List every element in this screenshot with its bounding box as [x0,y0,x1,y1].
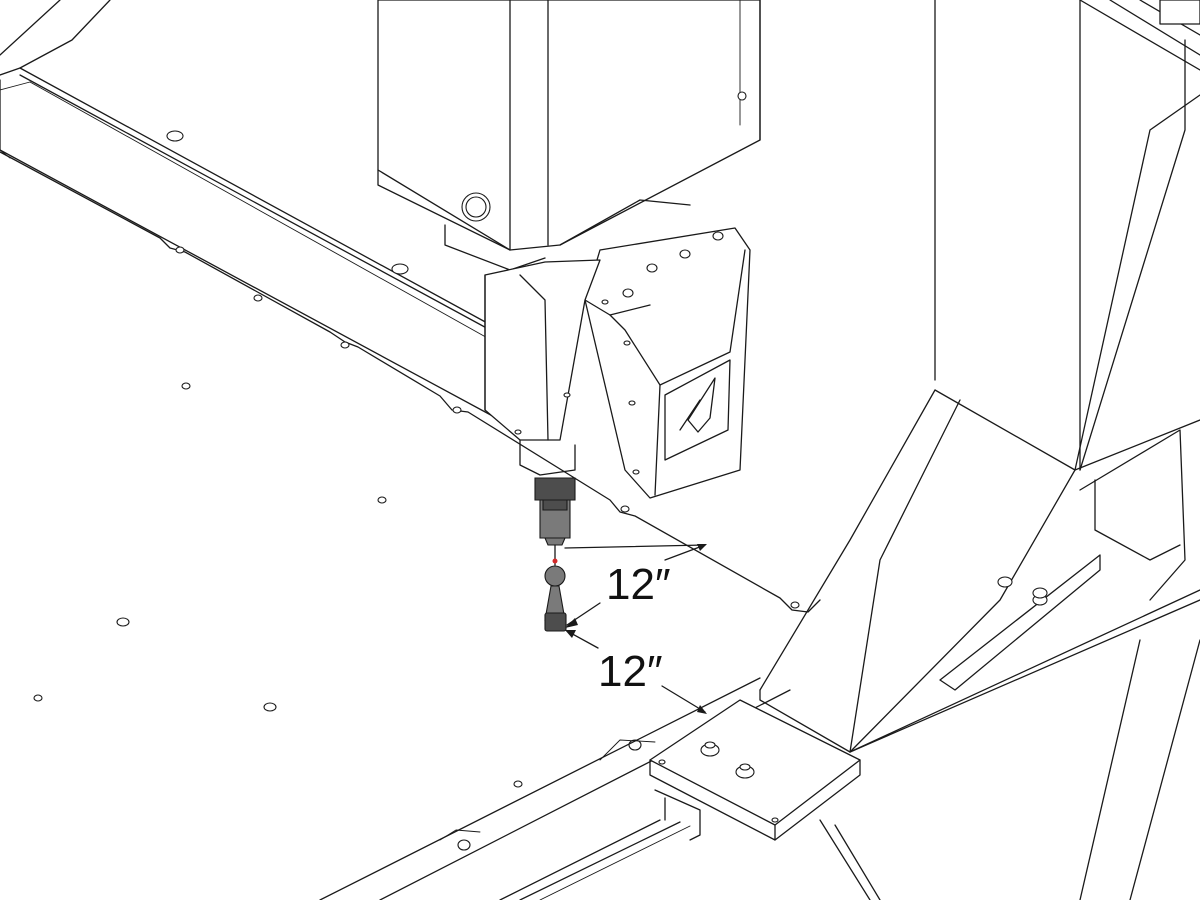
saddle-plate [649,699,861,841]
probe-assembly [534,477,576,632]
diagonal-dimension-label: 12″ [598,647,663,696]
probe-stylus-tip [552,558,558,564]
horizontal-dimension-label: 12″ [606,560,671,609]
gantry-column [759,0,1200,900]
dimension-arrows [564,544,707,714]
table-plate [0,151,821,851]
spindle-column [377,0,761,271]
spindle-housing [484,227,751,499]
rear-table-rail [0,0,531,421]
